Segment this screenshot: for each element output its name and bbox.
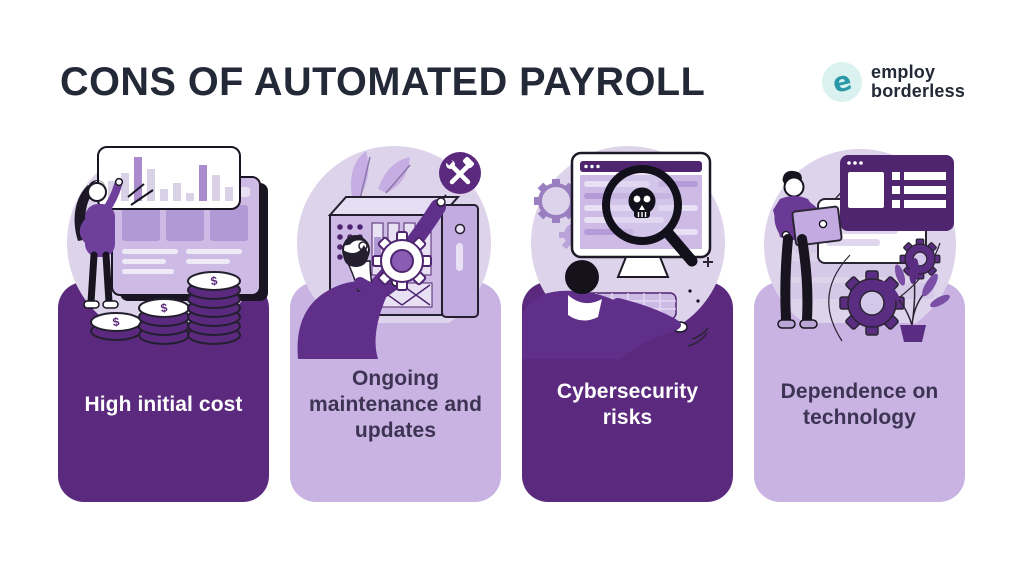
person-back-figure [522, 260, 688, 359]
hammer-wrench-badge-icon [439, 152, 481, 194]
gear-large-icon [839, 270, 905, 336]
svg-text:$: $ [112, 315, 121, 330]
man-with-tablet-figure [773, 170, 843, 329]
card-label: Cybersecurity risks [556, 380, 699, 429]
employ-borderless-logo-icon: e [822, 62, 862, 102]
svg-text:$: $ [210, 274, 219, 289]
cards-row: $ $ $ [58, 146, 965, 502]
card-dependence-on-technology: Dependence on technology [754, 149, 965, 502]
logo-line-2: borderless [871, 81, 966, 101]
motion-lines [127, 183, 154, 206]
card-label: High initial cost [84, 393, 243, 416]
sparkle-decorations [687, 257, 713, 347]
technician-server-illustration [297, 146, 491, 359]
card-ongoing-maintenance: Ongoing maintenance and updates [290, 146, 501, 502]
svg-text:$: $ [160, 301, 169, 316]
plant-icon [880, 258, 950, 342]
browser-window-dark-icon [840, 155, 954, 231]
card-label: Dependence on technology [780, 380, 939, 429]
card-cybersecurity-risks: Cybersecurity risks [522, 146, 733, 502]
brand-logo: e employ borderless [822, 62, 965, 102]
card-high-initial-cost: $ $ $ [58, 146, 269, 502]
magnifier-icon [602, 165, 698, 267]
illustration-ongoing-maintenance [290, 143, 501, 359]
dollar-signs: $ $ $ [112, 274, 219, 330]
logo-line-1: employ [871, 62, 936, 82]
leaves-decoration [350, 151, 411, 200]
gear-small-icon [899, 238, 941, 280]
illustration-high-initial-cost: $ $ $ [58, 143, 269, 359]
illustration-dependence-on-technology [754, 143, 965, 359]
woman-figure [74, 177, 124, 309]
skull-icon [628, 187, 656, 218]
page-title: CONS OF AUTOMATED PAYROLL [60, 60, 706, 104]
logo-e-glyph: e [829, 64, 855, 100]
card-label: Ongoing maintenance and updates [308, 367, 483, 442]
coin-stacks-icon [90, 271, 241, 345]
logo-wordmark: employ borderless [871, 63, 965, 101]
man-browser-gears-plant-illustration [764, 149, 956, 359]
illustration-cybersecurity-risks [522, 143, 733, 359]
technician-figure [297, 194, 447, 359]
woman-chart-coins-illustration: $ $ $ [67, 146, 268, 359]
skull-magnifier-monitor-illustration [522, 146, 725, 359]
gear-icon [372, 231, 432, 291]
